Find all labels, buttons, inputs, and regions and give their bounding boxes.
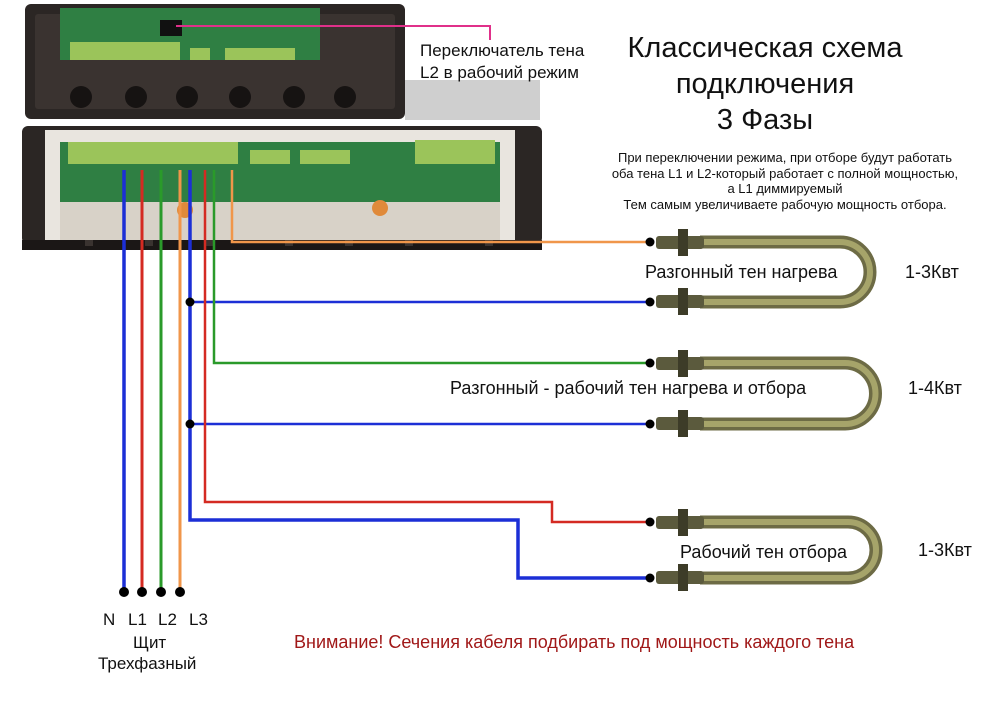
terminal-label-L3: L3 — [189, 610, 208, 629]
heater-1-image — [656, 229, 877, 315]
junction-dot — [185, 297, 195, 307]
title-line-2: подключения — [675, 68, 855, 100]
heater-contact-dot — [645, 297, 655, 307]
terminal-dot-L1 — [137, 587, 147, 597]
wire-L2-out — [212, 170, 650, 365]
terminal-dot-L2 — [156, 587, 166, 597]
terminal-label-L1: L1 — [128, 610, 147, 629]
heater-contact-dot — [645, 517, 655, 527]
panel-subtitle: Трехфазный — [98, 654, 197, 673]
controller-top-photo — [25, 4, 540, 120]
note-line-1: При переключении режима, при отборе буду… — [617, 150, 953, 165]
wire-L1-out — [203, 170, 650, 524]
note-line-3: а L1 диммируемый — [727, 181, 843, 196]
junction-dot — [185, 419, 195, 429]
note-line-4: Тем самым увеличиваете рабочую мощность … — [623, 196, 947, 212]
title-line-3: 3 Фазы — [716, 104, 814, 136]
heater-3-power: 1-3Квт — [918, 540, 972, 560]
terminal-dot-L3 — [175, 587, 185, 597]
mode-note: При переключении режима, при отборе буду… — [580, 150, 990, 212]
heater-contact-dot — [645, 237, 655, 247]
switch-pointer-line — [176, 25, 491, 40]
heater-3-image — [656, 509, 883, 591]
heater-2-power: 1-4Квт — [908, 378, 962, 398]
heater-2-image — [656, 350, 882, 437]
heater-contact-dot — [645, 419, 655, 429]
heater-1-label: Разгонный тен нагрева — [645, 262, 838, 282]
note-line-2: оба тена L1 и L2-который работает с полн… — [611, 165, 959, 181]
heater-contact-dot — [645, 358, 655, 368]
wire-L3-out — [230, 170, 650, 244]
controller-bottom-photo — [22, 126, 542, 250]
heater-contact-dot — [645, 573, 655, 583]
heater-2-label: Разгонный - рабочий тен нагрева и отбора — [450, 378, 807, 398]
panel-title: Щит — [133, 633, 167, 652]
switch-label-line-2: L2 в рабочий режим — [420, 63, 579, 82]
switch-label-line-1: Переключатель тена — [420, 41, 585, 60]
wire-neutral-out — [188, 170, 650, 580]
warning-text: Внимание! Сечения кабеля подбирать под м… — [294, 632, 855, 652]
terminal-label-L2: L2 — [158, 610, 177, 629]
heater-3-label: Рабочий тен отбора — [680, 542, 848, 562]
diagram-title: Классическая схема подключения 3 Фазы — [580, 30, 950, 138]
switch-label: Переключатель тена L2 в рабочий режим — [420, 40, 584, 84]
terminal-dot-N — [119, 587, 129, 597]
terminal-label-N: N — [103, 610, 116, 629]
title-line-1: Классическая схема — [627, 32, 903, 64]
heater-1-power: 1-3Квт — [905, 262, 959, 282]
